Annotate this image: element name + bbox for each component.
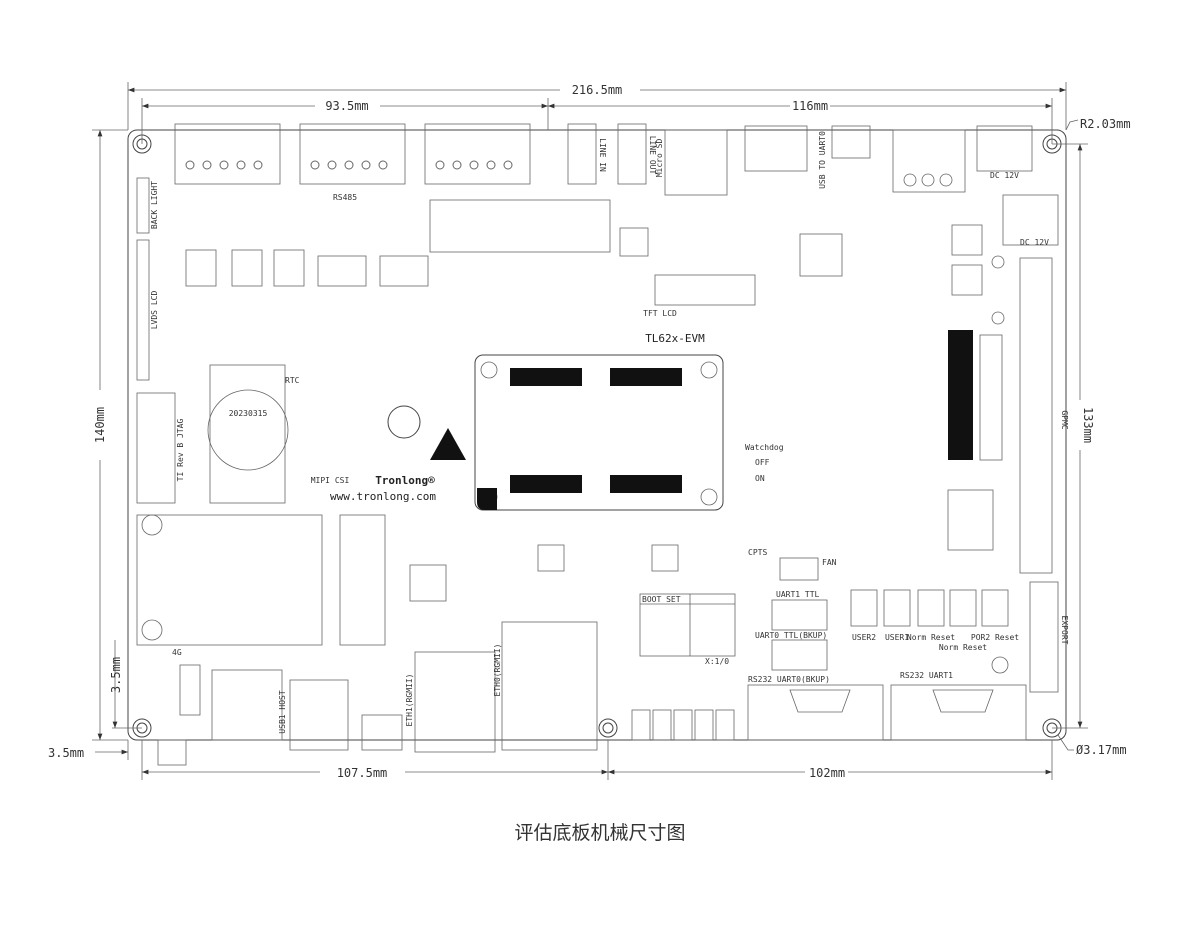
watchdog-label: Watchdog <box>745 443 784 452</box>
export-label: EXPORT <box>1060 616 1069 645</box>
components <box>136 123 1059 766</box>
line-in-label: LINE IN <box>598 138 607 172</box>
fan-label: FAN <box>822 558 837 567</box>
dim-left-offset-h: 3.5mm <box>48 746 84 760</box>
mipi-label: MIPI CSI <box>311 476 350 485</box>
usb-host-label: USB1 HOST <box>278 690 287 734</box>
backlight-label: BACK LIGHT <box>150 181 159 229</box>
uart0-ttl-label: UART0 TTL(BKUP) <box>755 631 827 640</box>
lvds-label: LVDS LCD <box>150 291 159 330</box>
dim-top-right: 116mm <box>792 99 828 113</box>
dim-corner-radius: R2.03mm <box>1080 117 1131 131</box>
micro-sd-label: Micro SD <box>655 139 664 178</box>
watchdog-on-label: ON <box>755 474 765 483</box>
norm-reset-2-label: Norm Reset <box>939 643 987 652</box>
usb-uart-label: USB TO UART0 <box>818 131 827 189</box>
dim-bottom-right: 102mm <box>809 766 845 780</box>
dc-12v-label-1: DC 12V <box>990 171 1019 180</box>
dimension-lines <box>92 82 1088 780</box>
eth1-label: ETH1(RGMII) <box>405 674 414 727</box>
eth0-label: ETH0(RGMII) <box>493 644 502 697</box>
dc-12v-label-2: DC 12V <box>1020 238 1049 247</box>
4g-label: 4G <box>172 648 182 657</box>
rs232-uart1-label: RS232 UART1 <box>900 671 953 680</box>
figure-caption: 评估底板机械尺寸图 <box>514 822 686 844</box>
boot-note-label: X:1/0 <box>705 657 729 666</box>
rs485-label: RS485 <box>333 193 357 202</box>
norm-reset-1-label: Norm Reset <box>907 633 955 642</box>
dim-top-left: 93.5mm <box>325 99 368 113</box>
gpmc-label: GPMC <box>1060 410 1069 429</box>
por-reset-label: POR2 Reset <box>971 633 1019 642</box>
board-website-label: www.tronlong.com <box>330 490 436 503</box>
dim-hole-height: 133mm <box>1081 407 1095 443</box>
dim-left-offset-v: 3.5mm <box>109 657 123 693</box>
mounting-hole <box>598 718 618 738</box>
uart1-ttl-label: UART1 TTL <box>776 590 820 599</box>
cpts-label: CPTS <box>748 548 767 557</box>
dim-overall-height: 140mm <box>93 407 107 443</box>
dim-overall-width: 216.5mm <box>572 83 623 97</box>
dim-bottom-left: 107.5mm <box>337 766 388 780</box>
watchdog-off-label: OFF <box>755 458 770 467</box>
user2-label: USER2 <box>852 633 876 642</box>
line-out-label: LINE OUT <box>648 136 657 175</box>
rtc-label: RTC <box>285 376 300 385</box>
date-label: 20230315 <box>229 409 268 418</box>
rs232-uart0-label: RS232 UART0(BKUP) <box>748 675 830 684</box>
user1-label: USER1 <box>885 633 909 642</box>
board-model-label: TL62x-EVM <box>645 332 705 345</box>
board-brand-label: Tronlong® <box>375 474 435 487</box>
jtag-label: TI Rev B JTAG <box>176 419 185 482</box>
dim-hole-diameter: Ø3.17mm <box>1076 743 1127 757</box>
tft-label: TFT LCD <box>643 309 677 318</box>
boot-set-label: BOOT SET <box>642 595 681 604</box>
